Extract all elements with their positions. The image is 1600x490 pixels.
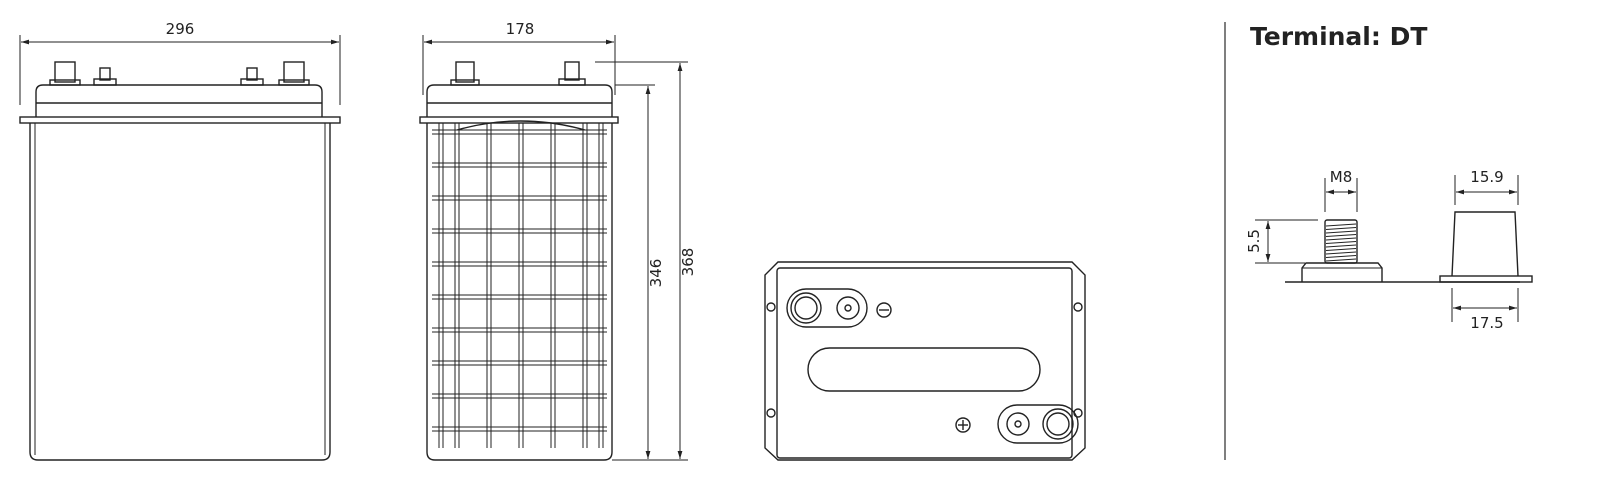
thread-line	[1325, 227, 1357, 230]
side-view: 178 346 368	[419, 20, 697, 461]
thread-line	[1325, 241, 1357, 244]
cone-base-dimension: 17.5	[1470, 314, 1503, 332]
thread-dimension: M8	[1330, 168, 1353, 186]
thread-line	[1325, 244, 1357, 248]
thread-line	[1325, 255, 1357, 258]
thread-line	[1325, 237, 1357, 241]
thread-line	[1325, 230, 1357, 234]
thread-line	[1325, 258, 1357, 262]
thread-line	[1325, 248, 1357, 251]
container-height-dimension: 346	[647, 259, 665, 288]
thread-line	[1325, 251, 1357, 255]
length-dimension: 296	[166, 20, 195, 38]
bolt-height-dimension: 5.5	[1245, 229, 1263, 253]
negative-terminal-icon	[876, 302, 892, 318]
thread-line	[1325, 234, 1357, 237]
positive-terminal-icon	[955, 417, 971, 433]
width-dimension: 178	[506, 20, 535, 38]
total-height-dimension: 368	[679, 248, 697, 277]
front-view: 296	[19, 20, 341, 461]
thread-line	[1325, 223, 1357, 227]
top-view	[764, 261, 1086, 461]
terminal-detail: Terminal: DT M8 5.5 15.9 17.5	[1245, 22, 1533, 332]
terminal-title: Terminal: DT	[1250, 22, 1427, 51]
cone-top-dimension: 15.9	[1470, 168, 1503, 186]
